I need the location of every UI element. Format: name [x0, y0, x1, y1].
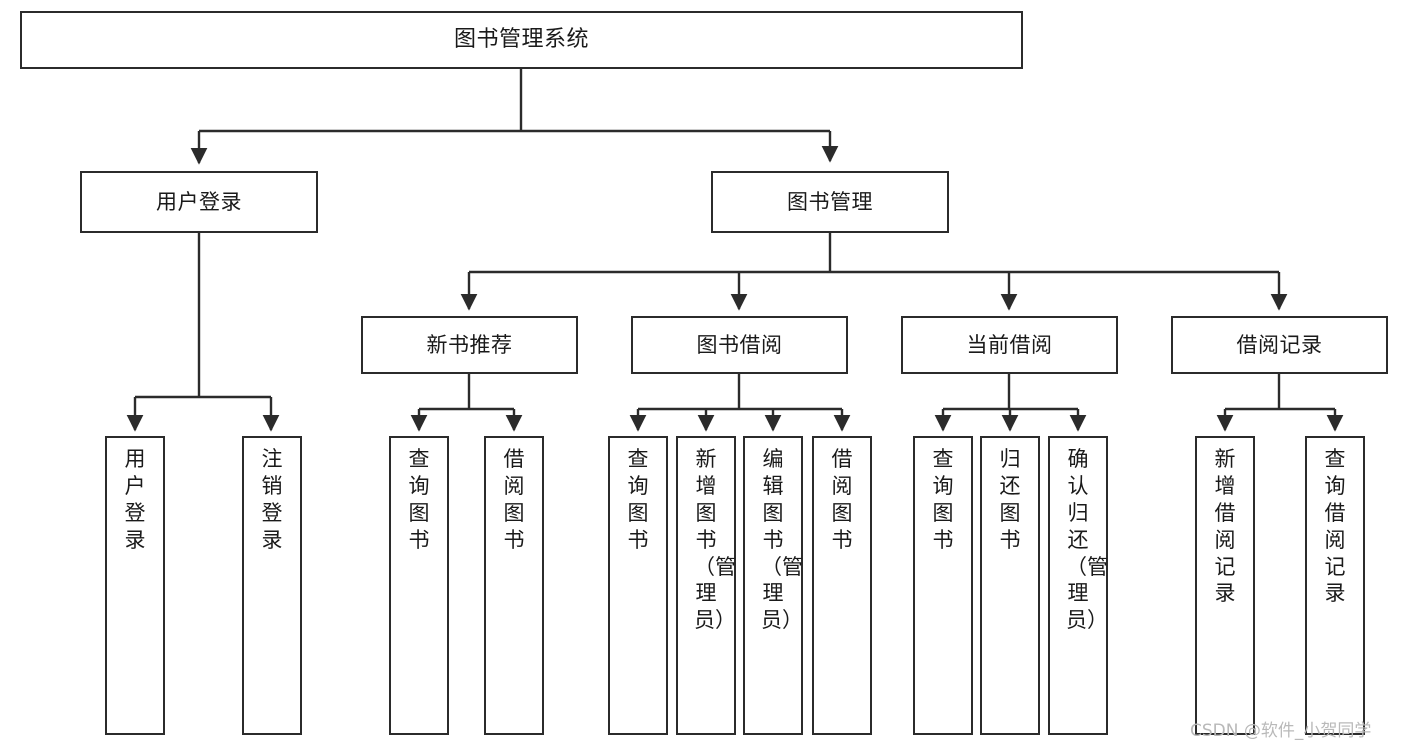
node-leaf-query-book-borrow[interactable]: 查询图书 — [608, 436, 668, 735]
node-new-book-recommend[interactable]: 新书推荐 — [361, 316, 578, 374]
csdn-watermark: CSDN @软件_小贺同学 — [1190, 721, 1372, 741]
node-leaf-add-book-label: 新增图书（管理员） — [694, 447, 736, 633]
node-leaf-return-book-label: 归还图书 — [999, 447, 1021, 552]
node-leaf-add-borrow-record[interactable]: 新增借阅记录 — [1195, 436, 1255, 735]
node-leaf-query-book-current[interactable]: 查询图书 — [913, 436, 973, 735]
node-leaf-edit-book[interactable]: 编辑图书（管理员） — [743, 436, 803, 735]
node-book-borrow[interactable]: 图书借阅 — [631, 316, 848, 374]
node-leaf-user-login-label: 用户登录 — [124, 447, 146, 552]
node-leaf-confirm-return-label: 确认归还（管理员） — [1066, 447, 1108, 633]
node-leaf-borrow-book-label: 借阅图书 — [831, 447, 853, 552]
node-leaf-query-book-recommend[interactable]: 查询图书 — [389, 436, 449, 735]
node-leaf-add-borrow-record-label: 新增借阅记录 — [1214, 447, 1236, 606]
node-leaf-query-borrow-record-label: 查询借阅记录 — [1324, 447, 1346, 606]
node-leaf-add-book[interactable]: 新增图书（管理员） — [676, 436, 736, 735]
node-leaf-query-book-recommend-label: 查询图书 — [408, 447, 430, 552]
node-leaf-user-logout[interactable]: 注销登录 — [242, 436, 302, 735]
node-borrow-records-label: 借阅记录 — [1236, 332, 1323, 357]
node-leaf-edit-book-label: 编辑图书（管理员） — [761, 447, 803, 633]
node-borrow-records[interactable]: 借阅记录 — [1171, 316, 1388, 374]
node-new-book-recommend-label: 新书推荐 — [426, 332, 513, 357]
node-user-login-label: 用户登录 — [156, 189, 242, 214]
node-leaf-confirm-return[interactable]: 确认归还（管理员） — [1048, 436, 1108, 735]
node-current-borrow-label: 当前借阅 — [966, 332, 1053, 357]
node-root-label: 图书管理系统 — [453, 27, 589, 53]
node-leaf-query-book-current-label: 查询图书 — [932, 447, 954, 552]
node-book-borrow-label: 图书借阅 — [696, 332, 783, 357]
node-leaf-query-book-borrow-label: 查询图书 — [627, 447, 649, 552]
node-leaf-borrow-book-recommend-label: 借阅图书 — [503, 447, 525, 552]
node-book-management-label: 图书管理 — [787, 189, 873, 214]
node-book-management[interactable]: 图书管理 — [711, 171, 949, 233]
node-leaf-query-borrow-record[interactable]: 查询借阅记录 — [1305, 436, 1365, 735]
node-leaf-borrow-book-recommend[interactable]: 借阅图书 — [484, 436, 544, 735]
node-leaf-borrow-book[interactable]: 借阅图书 — [812, 436, 872, 735]
node-current-borrow[interactable]: 当前借阅 — [901, 316, 1118, 374]
node-leaf-user-login[interactable]: 用户登录 — [105, 436, 165, 735]
node-leaf-user-logout-label: 注销登录 — [261, 447, 283, 552]
node-user-login[interactable]: 用户登录 — [80, 171, 318, 233]
node-leaf-return-book[interactable]: 归还图书 — [980, 436, 1040, 735]
node-root[interactable]: 图书管理系统 — [20, 11, 1023, 69]
